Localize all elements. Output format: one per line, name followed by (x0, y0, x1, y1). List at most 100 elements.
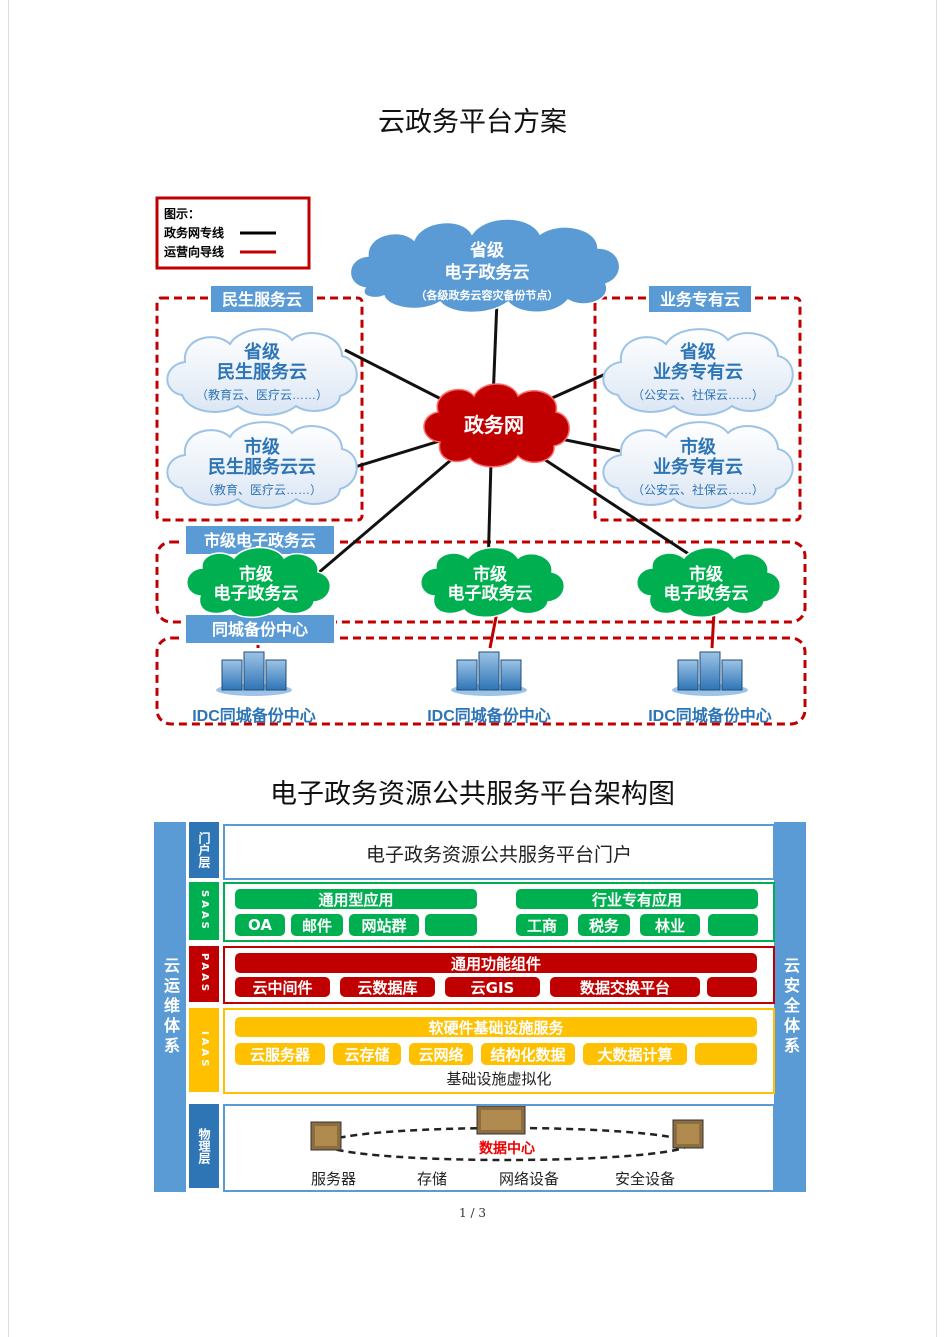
saas-app-mail: 邮件 (291, 914, 343, 936)
iaas-layer-tag: IAAS (189, 1008, 219, 1092)
idc-label: IDC同城备份中心 (648, 706, 772, 725)
svg-text:市级电子政务云: 市级电子政务云 (204, 531, 316, 550)
legend-title: 图示： (164, 207, 200, 221)
saas-app-oa: OA (235, 914, 285, 936)
portal-layer-tag: 门户层 (189, 822, 219, 878)
network-diagram: 图示： 政务网专线 运营向导线 省级 电子政务云 （各级政务云容灾备份节点） 民… (155, 196, 807, 726)
server-icon (310, 1121, 342, 1151)
physical-label: 服务器 (311, 1170, 357, 1188)
svg-text:电子政务云: 电子政务云 (214, 583, 299, 603)
page-edge-right (936, 0, 937, 1337)
provincial-cloud-line1: 省级 (469, 240, 504, 260)
svg-text:民生服务云: 民生服务云 (217, 361, 307, 382)
saas-app-tax: 税务 (578, 914, 630, 936)
svg-text:电子政务云: 电子政务云 (448, 583, 533, 603)
yewu-city-cloud: 市级 业务专有云 （公安云、社保云……） (602, 421, 794, 509)
svg-text:市级: 市级 (473, 564, 507, 584)
svg-text:省级: 省级 (243, 341, 281, 362)
provincial-cloud-line2: 电子政务云 (445, 262, 530, 282)
iaas-item-network: 云网络 (409, 1043, 473, 1065)
page-number: 1 / 3 (459, 1206, 486, 1220)
svg-text:市级: 市级 (680, 436, 717, 457)
physical-label: 安全设备 (615, 1170, 676, 1188)
minsheng-city-cloud: 市级 民生服务云云 （教育、医疗云……） (166, 421, 358, 509)
paas-item-exchange: 数据交换平台 (550, 977, 700, 997)
storage-icon (476, 1106, 526, 1135)
paas-item-blank (707, 977, 757, 997)
yewu-provincial-cloud: 省级 业务专有云 （公安云、社保云……） (602, 328, 794, 416)
saas-general-header: 通用型应用 (235, 889, 477, 909)
svg-text:（教育云、医疗云……）: （教育云、医疗云……） (196, 387, 328, 402)
city-cloud-1: 市级 电子政务云 (186, 546, 331, 618)
physical-label: 存储 (417, 1170, 448, 1188)
svg-text:业务专有云: 业务专有云 (653, 456, 743, 477)
svg-text:（公安云、社保云……）: （公安云、社保云……） (632, 482, 764, 497)
minsheng-label: 民生服务云 (209, 284, 315, 314)
physical-diagram (310, 1106, 704, 1162)
security-device-icon (672, 1119, 704, 1149)
svg-text:业务专有云: 业务专有云 (660, 290, 740, 309)
city-cloud-2: 市级 电子政务云 (420, 546, 565, 618)
iaas-header: 软硬件基础设施服务 (235, 1017, 757, 1037)
saas-app-commerce: 工商 (516, 914, 568, 936)
server-rack-icon (216, 651, 292, 696)
city-group-box (155, 540, 807, 624)
saas-app-sites: 网站群 (349, 914, 419, 936)
saas-layer-tag: SAAS (189, 882, 219, 940)
portal-text: 电子政务资源公共服务平台门户 (365, 844, 632, 866)
backup-label: 同城备份中心 (184, 613, 336, 645)
data-center-label: 数据中心 (479, 1141, 535, 1157)
iaas-item-bigdata: 大数据计算 (583, 1043, 687, 1065)
paas-layer: 通用功能组件 云中间件 云数据库 云GIS 数据交换平台 (223, 946, 775, 1004)
iaas-item-server: 云服务器 (235, 1043, 325, 1065)
idc-label: IDC同城备份中心 (427, 706, 551, 725)
paas-layer-tag: PAAS (189, 946, 219, 1002)
yewu-label: 业务专有云 (647, 284, 753, 314)
svg-text:市级: 市级 (239, 564, 273, 584)
ops-system-column: 云运维体系 (154, 822, 186, 1192)
server-rack-icon (672, 651, 748, 696)
portal-layer: 电子政务资源公共服务平台门户 (223, 824, 775, 880)
iaas-footer: 基础设施虚拟化 (446, 1070, 552, 1088)
city-cloud-3: 市级 电子政务云 (636, 546, 781, 618)
page-edge-left (8, 0, 9, 1337)
gov-network-hub-cloud: 政务网 (423, 383, 570, 468)
physical-label: 网络设备 (499, 1170, 560, 1188)
svg-text:省级: 省级 (679, 341, 717, 362)
svg-text:民生服务云云: 民生服务云云 (208, 456, 316, 477)
minsheng-provincial-cloud: 省级 民生服务云 （教育云、医疗云……） (166, 328, 358, 416)
svg-text:电子政务云: 电子政务云 (664, 583, 749, 603)
iaas-item-storage: 云存储 (333, 1043, 401, 1065)
svg-text:业务专有云: 业务专有云 (653, 361, 743, 382)
saas-industry-header: 行业专有应用 (516, 889, 758, 909)
saas-app-blank (708, 914, 758, 936)
architecture-title: 电子政务资源公共服务平台架构图 (270, 779, 675, 810)
saas-app-forestry: 林业 (640, 914, 700, 936)
svg-text:（教育、医疗云……）: （教育、医疗云……） (202, 482, 322, 497)
iaas-item-structured: 结构化数据 (481, 1043, 575, 1065)
provincial-cloud: 省级 电子政务云 （各级政务云容灾备份节点） (349, 218, 621, 314)
legend-item-label: 政务网专线 (164, 225, 224, 240)
paas-item-database: 云数据库 (340, 977, 435, 997)
legend-item-label: 运营向导线 (164, 244, 224, 259)
idc-label: IDC同城备份中心 (192, 706, 316, 725)
svg-text:（公安云、社保云……）: （公安云、社保云……） (632, 387, 764, 402)
svg-text:市级: 市级 (689, 564, 723, 584)
backup-group-box (155, 636, 807, 726)
paas-header: 通用功能组件 (235, 953, 757, 973)
iaas-layer: 软硬件基础设施服务 云服务器 云存储 云网络 结构化数据 大数据计算 基础设施虚… (223, 1008, 775, 1094)
city-label: 市级电子政务云 (184, 524, 336, 556)
physical-layer-tag: 物理层 (189, 1104, 219, 1188)
iaas-item-blank (695, 1043, 757, 1065)
server-rack-icon (451, 651, 527, 696)
physical-layer: 数据中心 服务器 存储 网络设备 安全设备 (223, 1104, 775, 1192)
paas-item-middleware: 云中间件 (235, 977, 330, 997)
architecture-diagram: 云运维体系 云安全体系 门户层 电子政务资源公共服务平台门户 SAAS 通用型应… (154, 822, 807, 1192)
svg-text:同城备份中心: 同城备份中心 (212, 620, 308, 639)
security-system-column: 云安全体系 (774, 822, 806, 1192)
provincial-cloud-line3: （各级政务云容灾备份节点） (416, 288, 559, 302)
svg-text:民生服务云: 民生服务云 (222, 290, 302, 309)
paas-item-gis: 云GIS (445, 977, 540, 997)
saas-app-blank (425, 914, 477, 936)
svg-text:政务网: 政务网 (464, 413, 524, 437)
